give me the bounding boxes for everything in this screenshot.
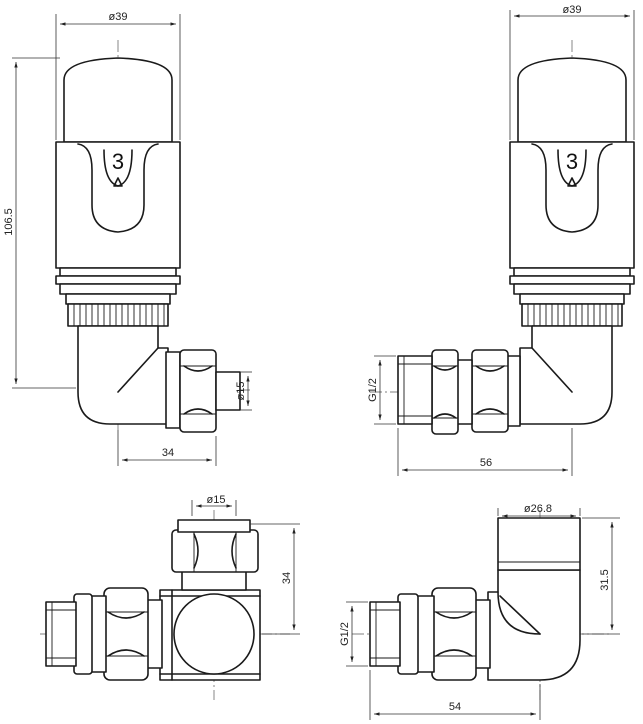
knurled-nut [521,303,623,327]
valve-head-cap [63,57,173,143]
compression-nut [179,349,217,433]
compression-nut [171,529,259,573]
valve-head-cap [517,57,627,143]
dim-height: 31.5 [599,569,611,590]
valve-spindle-circle [173,593,255,675]
valve-head-body [509,141,635,269]
view-bottom-right: ø26.8 31.5 G1/2 54 [339,503,620,720]
dim-height: 106.5 [3,208,15,236]
setting-pointer-icon [567,177,577,187]
dim-pipe-diameter: ø15 [235,382,247,401]
union-nut [431,587,477,681]
union-nut [471,349,509,433]
dim-height: 34 [281,572,293,584]
setting-window [77,143,159,233]
dim-body-diameter: ø26.8 [524,503,552,515]
dim-length: 54 [449,701,461,713]
dim-length: 56 [480,457,492,469]
threaded-tail [369,601,401,667]
setting-pointer-icon [113,177,123,187]
view-top-left: 3 ø39 [3,11,252,466]
dim-head-diameter: ø39 [109,11,128,23]
union-nut [103,587,149,681]
elbow-cap [497,517,581,571]
elbow-body [519,325,613,425]
knurled-nut [67,303,169,327]
dim-pipe-diameter: ø15 [207,494,226,506]
threaded-tail [45,601,77,667]
threaded-tail [397,355,433,425]
dim-thread: G1/2 [367,378,379,402]
setting-number: 3 [112,149,124,174]
view-top-right: 3 [367,4,635,476]
elbow-body [487,569,581,681]
dim-thread: G1/2 [339,622,351,646]
setting-number: 3 [566,149,578,174]
elbow-body [77,325,169,425]
dim-head-diameter: ø39 [563,4,582,16]
view-bottom-left: ø15 34 [40,494,300,700]
dim-width: 34 [162,447,174,459]
valve-head-body [55,141,181,269]
